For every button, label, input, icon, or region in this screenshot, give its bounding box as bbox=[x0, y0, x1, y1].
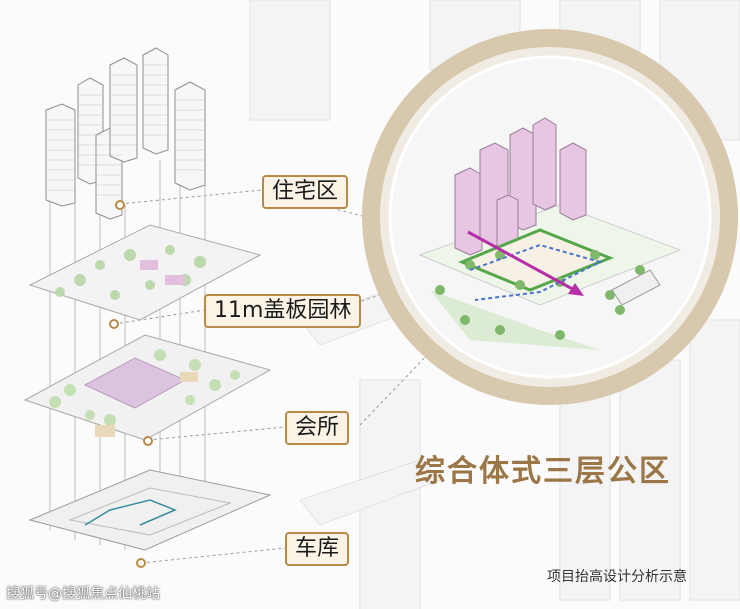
garden-layer bbox=[28, 224, 262, 321]
zoom-inset bbox=[362, 29, 738, 405]
label-residential-zone: 住宅区 bbox=[262, 175, 349, 209]
label-clubhouse: 会所 bbox=[285, 411, 350, 445]
watermark-text: 搜狐号@搜狐焦点仙桃站 bbox=[6, 586, 160, 602]
tower-floor-lines bbox=[46, 64, 205, 196]
headline-title: 综合体式三层公区 bbox=[415, 454, 671, 489]
caption-text: 项目抬高设计分析示意 bbox=[547, 569, 687, 585]
background-city-context bbox=[249, 0, 740, 609]
residential-towers bbox=[45, 47, 206, 220]
clubhouse-layer bbox=[23, 334, 272, 441]
label-podium-garden: 11m盖板园林 bbox=[204, 294, 362, 328]
garage-layer bbox=[28, 469, 272, 551]
label-garage: 车库 bbox=[285, 532, 350, 566]
anchor-dots bbox=[109, 200, 153, 568]
